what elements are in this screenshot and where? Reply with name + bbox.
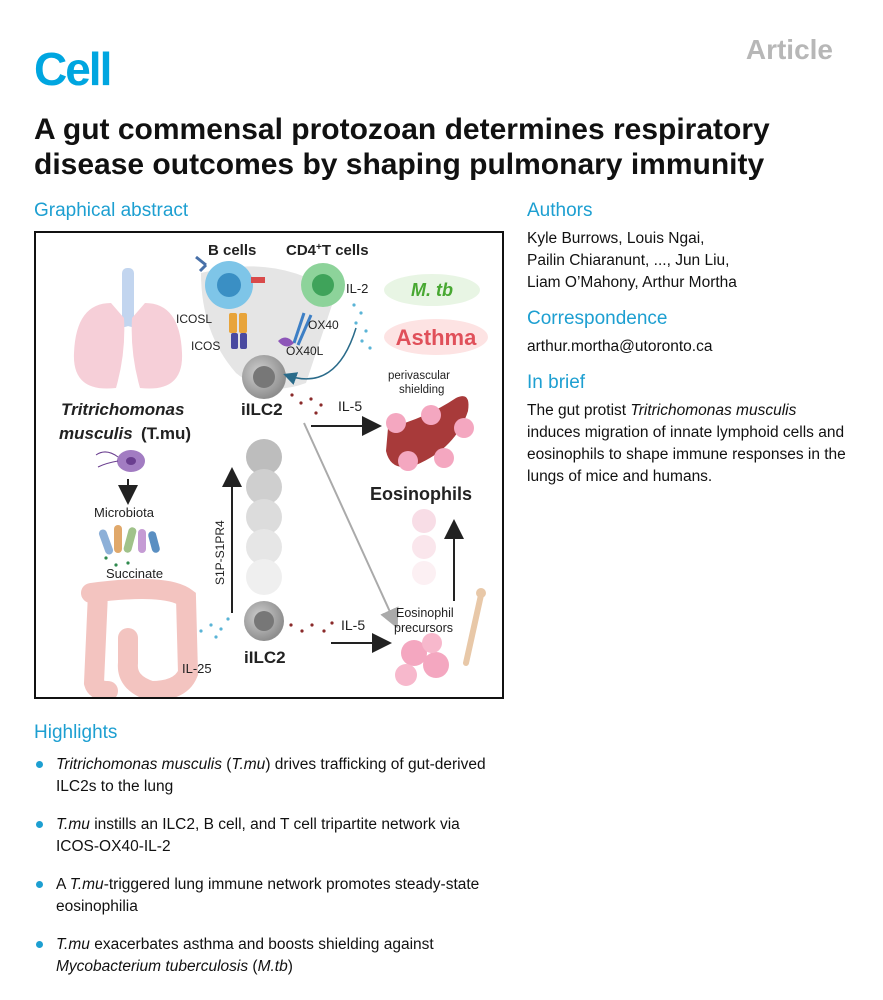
blood-vessel-icon — [386, 396, 474, 471]
right-column: Authors Kyle Burrows, Louis Ngai, Pailin… — [527, 200, 847, 502]
paper-title: A gut commensal protozoan determines res… — [34, 113, 770, 181]
highlight-item: T.mu instills an ILC2, B cell, and T cel… — [34, 814, 504, 858]
highlights-section: Highlights Tritrichomonas musculis (T.mu… — [34, 722, 504, 994]
highlights-heading: Highlights — [34, 722, 118, 743]
icosl-label: ICOSL — [176, 312, 212, 326]
intestine-icon — [81, 579, 199, 697]
highlight-item: Tritrichomonas musculis (T.mu) drives tr… — [34, 754, 504, 798]
shielding-label: shielding — [399, 384, 444, 396]
microbiota-icon — [98, 525, 160, 555]
graphical-abstract-svg: B cells CD4+T cells IL-2 ICOSL ICOS OX40… — [59, 242, 488, 697]
s1p-label: S1P-S1PR4 — [213, 520, 227, 585]
authors-list: Kyle Burrows, Louis Ngai, Pailin Chiaran… — [527, 228, 847, 294]
eosinophils-faded-cells — [412, 509, 436, 585]
microbiota-label: Microbiota — [94, 505, 155, 520]
graphical-abstract-figure: B cells CD4+T cells IL-2 ICOSL ICOS OX40… — [34, 231, 504, 699]
authors-heading: Authors — [527, 200, 593, 221]
eos-precursors-label-1: Eosinophil — [396, 606, 454, 620]
in-brief-heading: In brief — [527, 372, 586, 393]
authors-line-2: Pailin Chiaranunt, ..., Jun Liu, — [527, 252, 730, 269]
ox40-label: OX40 — [308, 318, 339, 332]
protozoan-icon — [95, 450, 145, 472]
eosinophils-label: Eosinophils — [370, 484, 472, 504]
bullet-icon — [36, 761, 43, 768]
highlight-item: A T.mu-triggered lung immune network pro… — [34, 874, 504, 918]
highlights-list: Tritrichomonas musculis (T.mu) drives tr… — [34, 754, 504, 978]
ilc2-migration-column — [246, 439, 282, 595]
authors-line-3: Liam O’Mahony, Arthur Mortha — [527, 274, 737, 291]
asthma-badge — [384, 319, 488, 355]
authors-line-1: Kyle Burrows, Louis Ngai, — [527, 230, 705, 247]
perivascular-label: perivascular — [388, 370, 450, 382]
succinate-dots — [104, 556, 130, 567]
tmu-label-line1: Tritrichomonas — [61, 400, 184, 419]
t-cell-icon — [301, 263, 345, 307]
mtb-label: M. tb — [411, 280, 453, 300]
correspondence-email[interactable]: arthur.mortha@utoronto.ca — [527, 338, 713, 355]
bone-icon — [463, 588, 486, 666]
il5-bottom-label: IL-5 — [341, 617, 365, 633]
ox40-receptor — [292, 312, 313, 346]
cd4-t-cells-label: CD4+T cells — [286, 242, 369, 259]
mtb-badge — [384, 274, 480, 306]
icos-receptor — [231, 333, 238, 349]
il2-dots — [352, 303, 372, 350]
eos-precursors-label-2: precursors — [394, 621, 453, 635]
b-cell-icon — [195, 255, 265, 309]
bullet-icon — [36, 821, 43, 828]
succinate-label: Succinate — [106, 566, 163, 581]
authors-section: Authors Kyle Burrows, Louis Ngai, Pailin… — [527, 200, 847, 294]
graphical-abstract-heading: Graphical abstract — [34, 200, 189, 221]
asthma-label: Asthma — [396, 325, 477, 350]
in-brief-text: The gut protist Tritrichomonas musculis … — [527, 402, 846, 485]
ox40l-label: OX40L — [286, 344, 324, 358]
il2-label: IL-2 — [346, 281, 368, 296]
b-cells-label: B cells — [208, 242, 256, 259]
icos-label: ICOS — [191, 339, 220, 353]
precursor-cells — [395, 633, 449, 686]
tmu-label-line2: musculis — [59, 424, 133, 443]
journal-logo: Cell — [34, 43, 112, 95]
il5-top-dots — [290, 393, 323, 415]
left-column: Graphical abstract — [34, 200, 508, 699]
correspondence-heading: Correspondence — [527, 308, 668, 329]
icosl-receptor — [229, 313, 237, 333]
correspondence-section: Correspondence arthur.mortha@utoronto.ca — [527, 308, 847, 358]
bullet-icon — [36, 881, 43, 888]
bullet-icon — [36, 941, 43, 948]
ilc2-bottom-label: iILC2 — [244, 648, 286, 667]
lungs-icon — [73, 268, 183, 389]
il25-dots — [199, 617, 230, 639]
article-type-label: Article — [745, 34, 833, 65]
tmu-abbrev-label: (T.mu) — [141, 424, 191, 443]
highlight-item: T.mu exacerbates asthma and boosts shiel… — [34, 934, 504, 978]
in-brief-section: In brief The gut protist Tritrichomonas … — [527, 372, 847, 488]
il5-bottom-dots — [289, 621, 334, 633]
ox40l-receptor — [278, 337, 294, 347]
il5-top-label: IL-5 — [338, 398, 362, 414]
ilc2-to-precursor-arrow — [303, 422, 399, 629]
ilc2-top-label: iILC2 — [241, 400, 283, 419]
il25-label: IL-25 — [182, 661, 212, 676]
il2-arrow — [283, 327, 357, 385]
